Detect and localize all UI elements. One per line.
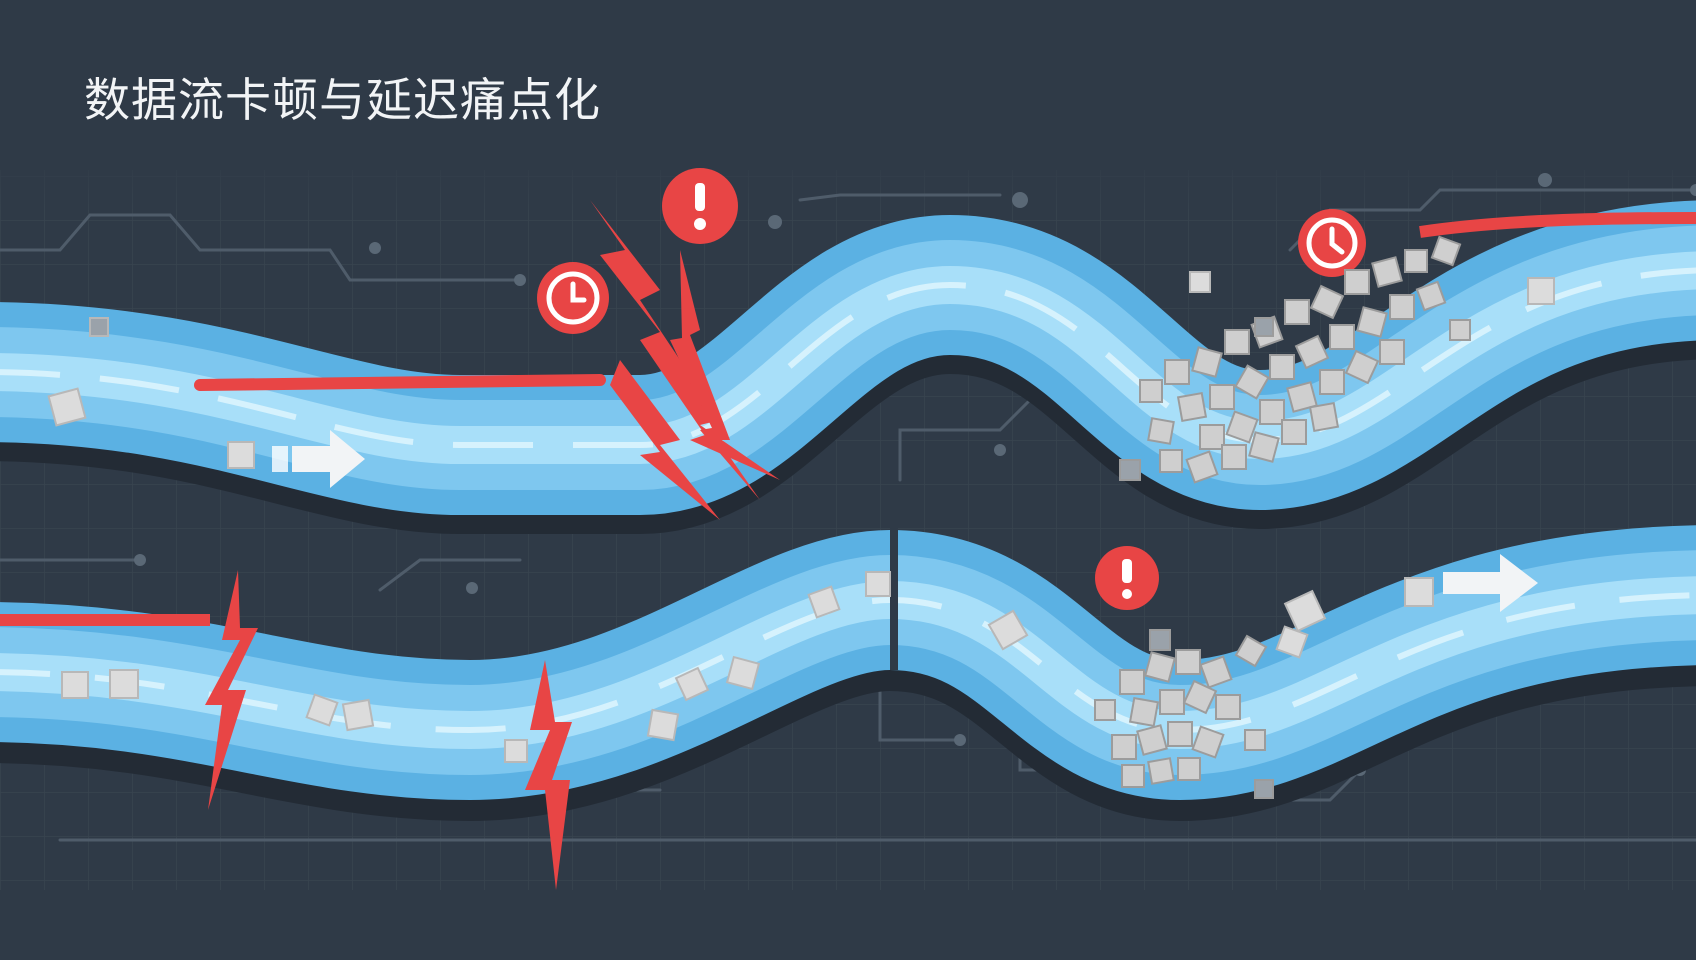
alert-icon: [662, 168, 738, 244]
lightning-crack-icon: [205, 570, 572, 890]
clock-icon: [1298, 209, 1366, 277]
data-packet-cluster-top: [1119, 235, 1471, 484]
arrow-right-icon: [272, 430, 365, 488]
arrow-right-icon: [1443, 554, 1538, 612]
alert-icon: [1095, 546, 1159, 610]
clock-icon: [537, 262, 609, 334]
lag-indicator-lines-top: [194, 212, 1696, 391]
lightning-crack-icon: [590, 200, 780, 520]
data-packet-cluster-bottom: [1094, 629, 1274, 799]
page-title: 数据流卡顿与延迟痛点化: [84, 73, 601, 127]
data-packet-icon: [47, 271, 1555, 763]
